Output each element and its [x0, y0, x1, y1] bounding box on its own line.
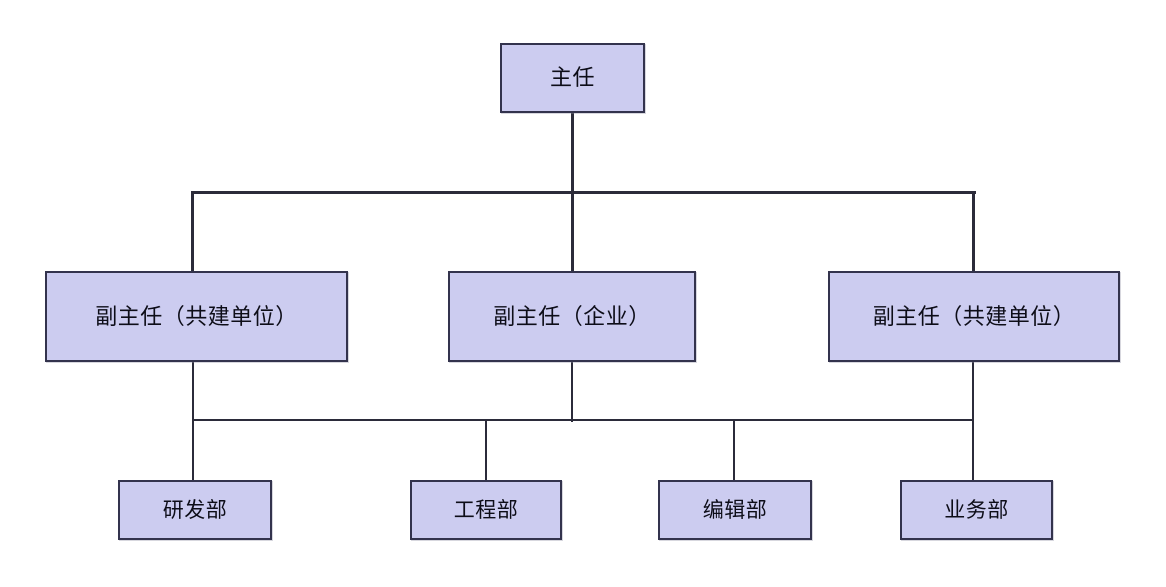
node-deputy-right-label: 副主任（共建单位） [872, 303, 1076, 329]
connector-to-dept-biz [972, 419, 974, 481]
node-dept-rd[interactable]: 研发部 [118, 480, 272, 540]
node-deputy-right[interactable]: 副主任（共建单位） [828, 271, 1120, 362]
connector-director-stem [571, 112, 574, 194]
connector-to-dept-eng [485, 419, 487, 481]
node-dept-rd-label: 研发部 [162, 498, 228, 522]
connector-deputy-mid-stem [571, 361, 573, 422]
node-dept-eng-label: 工程部 [453, 498, 519, 522]
connector-to-deputy-right [972, 191, 975, 273]
connector-deputy-right-stem [972, 361, 974, 422]
node-deputy-left-label: 副主任（共建单位） [95, 303, 298, 329]
node-dept-eng[interactable]: 工程部 [410, 480, 562, 540]
node-director[interactable]: 主任 [500, 43, 645, 113]
node-deputy-mid[interactable]: 副主任（企业） [448, 271, 696, 362]
node-deputy-mid-label: 副主任（企业） [493, 303, 651, 329]
connector-lower-bus [192, 419, 974, 421]
node-dept-edit-label: 编辑部 [702, 498, 768, 522]
connector-to-dept-edit [733, 419, 735, 481]
node-deputy-left[interactable]: 副主任（共建单位） [45, 271, 348, 362]
connector-to-dept-rd [192, 419, 194, 481]
connector-to-deputy-mid [571, 191, 574, 273]
connector-upper-bus [192, 191, 976, 194]
connector-deputy-left-stem [192, 361, 194, 422]
node-dept-biz-label: 业务部 [944, 498, 1009, 522]
node-director-label: 主任 [549, 65, 595, 90]
connector-to-deputy-left [191, 191, 194, 273]
node-dept-edit[interactable]: 编辑部 [658, 480, 812, 540]
node-dept-biz[interactable]: 业务部 [900, 480, 1053, 540]
